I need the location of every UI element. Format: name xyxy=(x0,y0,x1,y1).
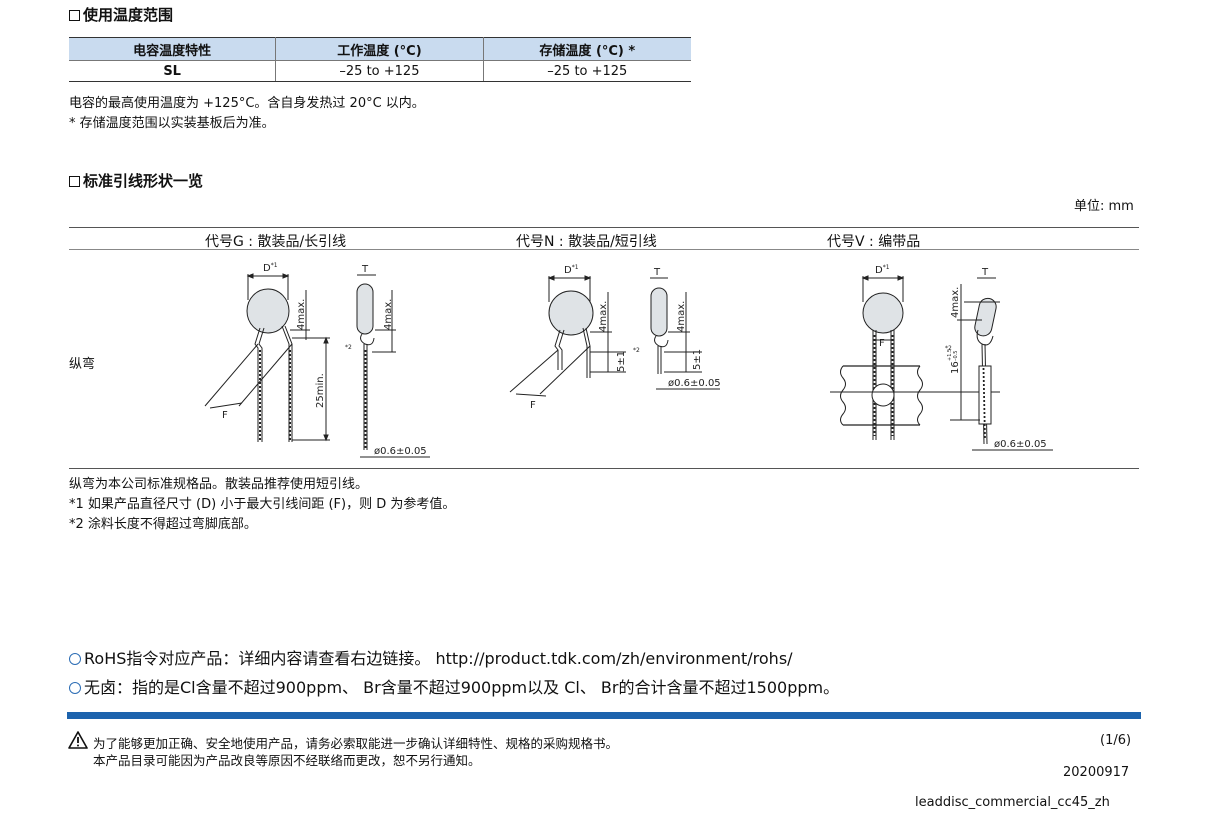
dim-4max-label: 4max. xyxy=(676,301,687,332)
dim-4max-label: 4max. xyxy=(296,299,307,330)
dim-t-label: T xyxy=(653,267,661,278)
dim-dia-label: ø0.6±0.05 xyxy=(374,446,427,457)
divider xyxy=(69,249,1139,250)
table-cell: SL xyxy=(69,60,277,82)
footnote-1-label: *1 xyxy=(883,264,890,271)
section-title-temperature: 使用温度范围 xyxy=(69,4,173,25)
dim-d-label: D xyxy=(875,265,883,276)
divider xyxy=(69,468,1139,469)
unit-label: 单位: mm xyxy=(1074,199,1134,214)
diagram-code-g: D*1 F 4max. 25min. T *2 xyxy=(204,262,430,458)
code-g-header: 代号G : 散装品/长引线 xyxy=(205,234,347,250)
dim-f-label: F xyxy=(530,400,536,411)
table-cell: –25 to +125 xyxy=(275,60,484,82)
svg-text:D*1: D*1 xyxy=(875,264,890,276)
page-number: (1/6) xyxy=(1100,733,1132,748)
warning-triangle-icon xyxy=(68,731,88,749)
dim-5pm1-label: 5±1 xyxy=(616,351,627,372)
dim-25min-label: 25min. xyxy=(315,373,326,408)
dim-16-label: 16 xyxy=(950,361,961,374)
dim-t-label: T xyxy=(981,267,989,278)
lead-shape-diagrams: D*1 F 4max. 25min. T *2 xyxy=(204,262,1053,458)
dim-d-label: D xyxy=(263,263,271,274)
table-row: SL –25 to +125 –25 to +125 xyxy=(69,60,691,82)
warning-text-2: 本产品目录可能因为产品改良等原因不经联络而更改，恕不另行通知。 xyxy=(93,753,481,768)
document-id: leaddisc_commercial_cc45_zh xyxy=(915,795,1110,810)
dim-f-label: F xyxy=(879,338,885,349)
lead-note-1: 纵弯为本公司标准规格品。散装品推荐使用短引线。 xyxy=(69,477,369,492)
tolerance-minus-label: –0.5 xyxy=(953,351,959,361)
code-v-header: 代号V : 编带品 xyxy=(827,234,921,250)
checkbox-square-icon xyxy=(69,10,80,21)
footnote-1-label: *1 xyxy=(572,264,579,271)
circle-bullet-icon xyxy=(69,653,81,665)
section-title-lead-shapes: 标准引线形状一览 xyxy=(69,170,203,191)
column-header: 工作温度 (°C) xyxy=(275,37,484,61)
dim-f-label: F xyxy=(222,410,228,421)
divider xyxy=(69,227,1139,228)
footnote-2-label: *2 xyxy=(345,344,352,351)
dim-dia-label: ø0.6±0.05 xyxy=(994,439,1047,450)
footnote-2-label: *2 xyxy=(945,345,952,352)
dim-4max-label: 4max. xyxy=(383,299,394,330)
temp-note-2: * 存储温度范围以实装基板后为准。 xyxy=(69,116,275,131)
rohs-statement: RoHS指令对应产品：详细内容请查看右边链接。 http://product.t… xyxy=(69,645,793,669)
document-date: 20200917 xyxy=(1063,765,1130,780)
dim-t-label: T xyxy=(361,264,369,275)
tolerance-plus-label: +1.5 xyxy=(947,349,953,361)
footnote-2-label: *2 xyxy=(633,347,640,354)
dim-5pm1-label: 5±1 xyxy=(692,349,703,370)
temperature-table: 电容温度特性 工作温度 (°C) 存储温度 (°C) * SL –25 to +… xyxy=(69,37,691,82)
dim-4max-label: 4max. xyxy=(950,287,961,318)
column-header: 存储温度 (°C) * xyxy=(482,37,691,61)
checkbox-square-icon xyxy=(69,176,80,187)
svg-text:D*1: D*1 xyxy=(263,262,278,274)
halogen-free-statement: 无卤：指的是Cl含量不超过900ppm、 Br含量不超过900ppm以及 Cl、… xyxy=(69,674,839,698)
footer-bar xyxy=(67,712,1141,719)
svg-text:D*1: D*1 xyxy=(564,264,579,276)
warning-text-1: 为了能够更加正确、安全地使用产品，请务必索取能进一步确认详细特性、规格的采购规格… xyxy=(93,736,619,751)
table-header-row: 电容温度特性 工作温度 (°C) 存储温度 (°C) * xyxy=(69,37,691,61)
dim-4max-label: 4max. xyxy=(598,301,609,332)
dim-d-label: D xyxy=(564,265,572,276)
code-n-header: 代号N : 散装品/短引线 xyxy=(516,234,657,250)
lead-note-3: *2 涂料长度不得超过弯脚底部。 xyxy=(69,517,257,532)
footnote-1-label: *1 xyxy=(271,262,278,269)
circle-bullet-icon xyxy=(69,682,81,694)
lead-note-2: *1 如果产品直径尺寸 (D) 小于最大引线间距 (F)，则 D 为参考值。 xyxy=(69,497,456,512)
row-label-vertical-bend: 纵弯 xyxy=(69,357,96,372)
temp-note-1: 电容的最高使用温度为 +125°C。含自身发热过 20°C 以内。 xyxy=(69,96,425,111)
table-cell: –25 to +125 xyxy=(482,60,691,82)
diagram-code-n: D*1 F 4max. 5±1 T *2 4max. 5±1 ø0.6±0.05 xyxy=(509,264,721,411)
dim-dia-label: ø0.6±0.05 xyxy=(668,378,721,389)
diagram-code-v: D*1 F T 4max. 16 +1.5 –0.5 *2 ø0. xyxy=(830,264,1053,451)
